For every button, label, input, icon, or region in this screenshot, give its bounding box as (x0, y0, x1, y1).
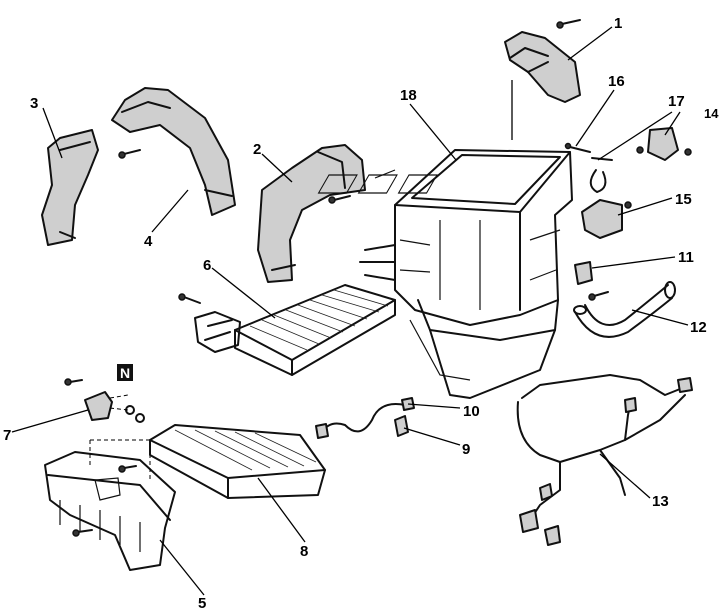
part-11-connector (574, 261, 609, 301)
part-18-heater-case (317, 149, 573, 399)
callout-13: 13 (652, 493, 669, 510)
callout-9: 9 (462, 441, 470, 458)
callout-7: 7 (3, 427, 11, 444)
heater-core-fins (249, 289, 389, 351)
callout-10: 10 (463, 403, 480, 420)
part-12-hose (573, 281, 676, 338)
part-13-wiring-harness (516, 374, 693, 546)
callout-6: 6 (203, 257, 211, 274)
callout-4: 4 (144, 233, 153, 250)
callout-16: 16 (608, 73, 625, 90)
part-1-duct (504, 31, 581, 103)
callout-3: 3 (30, 95, 38, 112)
part-8-evaporator (149, 424, 326, 499)
part-9-sensor (394, 415, 409, 437)
screw-part-4 (118, 149, 141, 159)
part-17-clip (589, 157, 613, 193)
note-box-label: N (120, 365, 130, 381)
part-6-heater-core (194, 284, 396, 376)
callout-labels: 1 2 3 4 5 6 7 8 9 10 11 12 13 14 15 16 1… (3, 15, 719, 612)
callout-1: 1 (614, 15, 622, 32)
callout-8: 8 (300, 543, 308, 560)
callout-2: 2 (253, 141, 261, 158)
part-5-lower-case (44, 439, 176, 571)
note-box: N (117, 364, 133, 381)
screw-part-5 (72, 465, 137, 537)
part-2-duct (257, 144, 366, 283)
callout-15: 15 (675, 191, 692, 208)
callout-14: 14 (704, 106, 719, 121)
part-7-switch (64, 378, 145, 423)
callout-11: 11 (678, 249, 694, 266)
callout-12: 12 (690, 319, 707, 336)
screw-part-6 (178, 293, 201, 304)
callout-5: 5 (198, 595, 206, 612)
screw-part-2 (328, 195, 351, 204)
evaporator-fins (174, 429, 317, 471)
part-14-bracket (636, 127, 692, 161)
part-16-rod (564, 142, 591, 153)
callout-18: 18 (400, 87, 417, 104)
part-3-duct (41, 129, 99, 246)
leader-lines (11, 26, 689, 596)
part-15-actuator (581, 199, 632, 239)
callout-17: 17 (668, 93, 685, 110)
screw-part-1 (556, 19, 581, 29)
part-4-duct (111, 87, 236, 216)
